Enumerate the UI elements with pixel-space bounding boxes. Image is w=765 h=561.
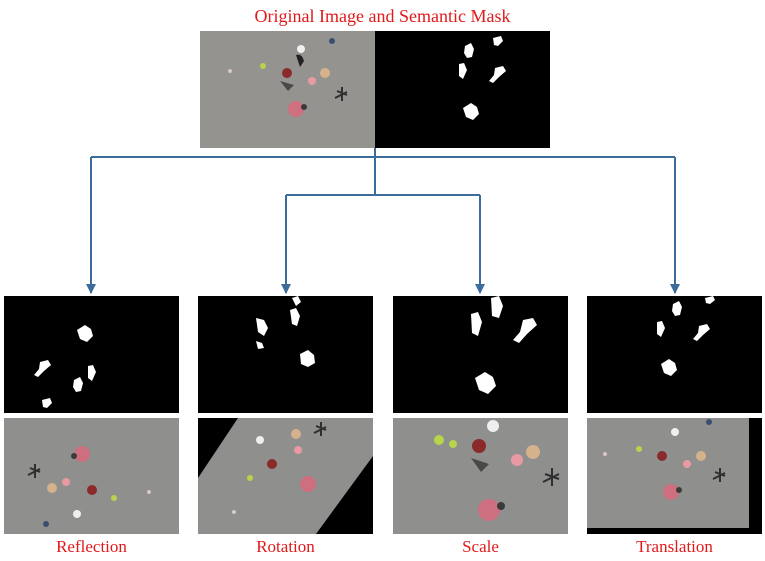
translation-image (587, 418, 762, 534)
label-translation: Translation (636, 537, 713, 556)
label-rotation: Rotation (256, 537, 315, 556)
original-mask (375, 31, 550, 148)
scale-image (393, 418, 568, 534)
rotation-image (198, 418, 373, 534)
reflection-mask (4, 296, 179, 413)
scale-mask (393, 296, 568, 413)
label-scale: Scale (462, 537, 499, 556)
reflection-image (4, 418, 179, 534)
translation-mask (587, 296, 762, 413)
original-image (200, 31, 375, 148)
label-reflection: Reflection (56, 537, 127, 556)
diagram-title: Original Image and Semantic Mask (254, 6, 511, 26)
rotation-mask (198, 296, 373, 413)
